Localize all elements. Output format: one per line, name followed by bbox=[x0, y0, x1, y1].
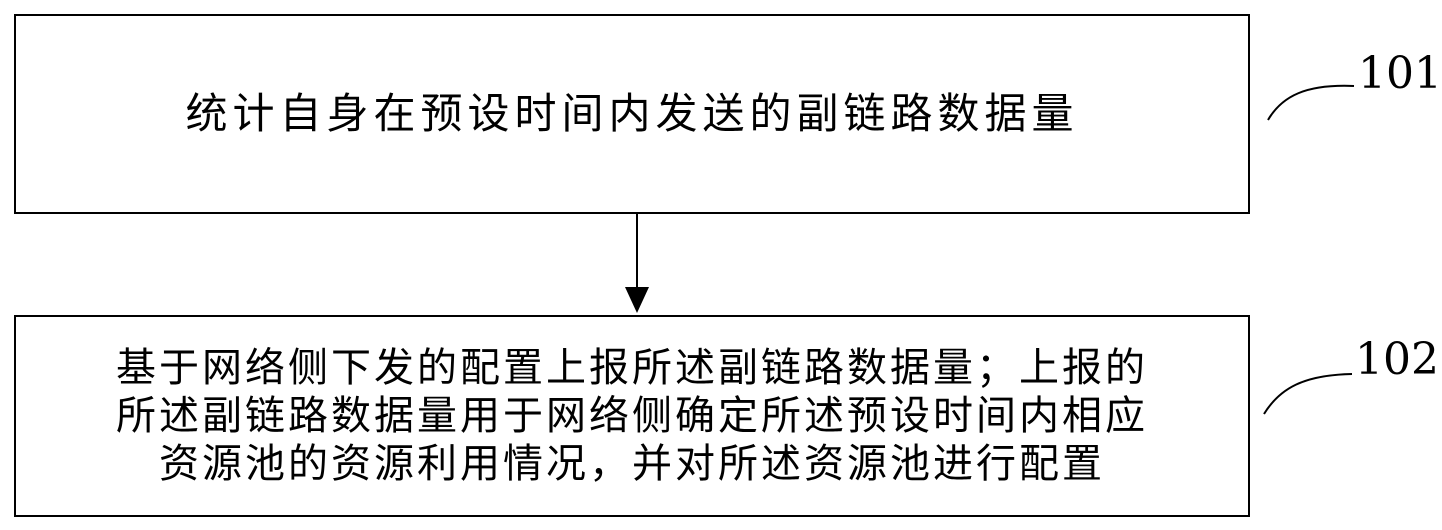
step-box-102: 基于网络侧下发的配置上报所述副链路数据量；上报的 所述副链路数据量用于网络侧确定… bbox=[14, 315, 1250, 517]
ref-label-101: 101 bbox=[1358, 48, 1442, 99]
step-text-102-line-2: 所述副链路数据量用于网络侧确定所述预设时间内相应 bbox=[116, 393, 1148, 439]
ref-label-102: 102 bbox=[1355, 334, 1439, 385]
step-text-101: 统计自身在预设时间内发送的副链路数据量 bbox=[185, 88, 1079, 138]
leader-line-101 bbox=[1267, 84, 1355, 121]
step-text-102-line-1: 基于网络侧下发的配置上报所述副链路数据量；上报的 bbox=[116, 345, 1148, 391]
step-text-102: 基于网络侧下发的配置上报所述副链路数据量；上报的 所述副链路数据量用于网络侧确定… bbox=[116, 344, 1148, 488]
step-box-101: 统计自身在预设时间内发送的副链路数据量 bbox=[14, 14, 1250, 214]
flow-arrow-head-icon bbox=[625, 287, 649, 313]
leader-line-102 bbox=[1263, 373, 1353, 415]
step-text-102-line-3: 资源池的资源利用情况，并对所述资源池进行配置 bbox=[159, 441, 1105, 487]
